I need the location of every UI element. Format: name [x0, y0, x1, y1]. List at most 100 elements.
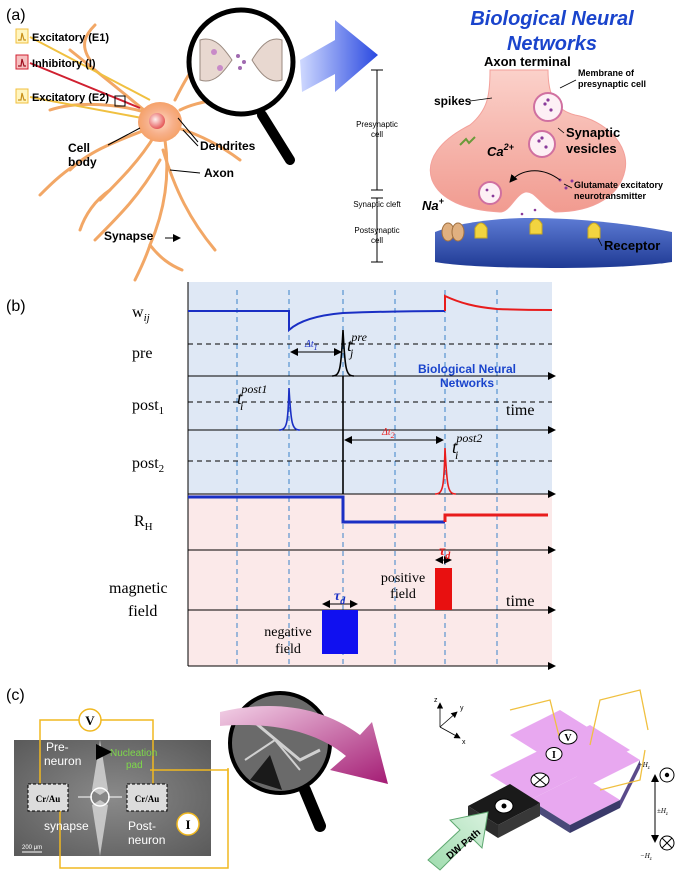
- membrane-label-2: presynaptic cell: [578, 79, 646, 89]
- axis-y-label: y: [460, 705, 464, 712]
- synapse-label: Synapse: [104, 229, 154, 243]
- svg-text:τd: τd: [439, 544, 451, 562]
- post2-spike: [434, 447, 457, 495]
- bnn-label-b-line1: Biological Neural: [418, 362, 516, 376]
- hz-minus-label: −H: [640, 852, 651, 860]
- tau-positive-sub: d: [445, 551, 451, 562]
- spikes-label: spikes: [434, 94, 472, 108]
- nucleation-label-2: pad: [126, 760, 143, 771]
- hz-plus-dot-icon: [664, 772, 670, 778]
- presynaptic-label-1: Presynaptic: [356, 120, 398, 129]
- svg-text:Δt1: Δt1: [304, 339, 318, 352]
- t-post1: t: [237, 388, 243, 408]
- receptors: [474, 218, 601, 239]
- dt1-sub: 1: [314, 343, 318, 352]
- synapse-scale-bar: [371, 69, 383, 263]
- pre-neuron-label-1: Pre-: [46, 740, 69, 754]
- svg-text:tipost2: tipost2: [452, 431, 482, 462]
- cr-au-label-right: Cr/Au: [135, 794, 160, 804]
- time-label-bottom: time: [506, 593, 534, 610]
- cell-body-label-1: Cell: [68, 141, 90, 155]
- membrane-label-1: Membrane of: [578, 68, 635, 78]
- row-label-rh: R: [134, 513, 145, 530]
- panel-a: (a): [6, 7, 672, 282]
- t-pre: t: [347, 335, 353, 355]
- row-label-post1-sub: 1: [159, 405, 165, 417]
- panel-b: (b): [6, 282, 556, 670]
- synapse-label-c: synapse: [44, 819, 89, 833]
- row-label-post2: post: [132, 455, 159, 472]
- svg-text:post1: post1: [132, 397, 164, 417]
- input-box-e2: Excitatory (E2): [15, 88, 109, 104]
- dw-path-arrow: DW Path: [427, 811, 489, 871]
- cr-au-label-left: Cr/Au: [36, 794, 61, 804]
- input-label-inhibitory: Inhibitory (I): [32, 58, 96, 70]
- panel-b-label: (b): [6, 298, 26, 315]
- big-arrow-c: [220, 705, 388, 784]
- bnn-title-line2: Networks: [507, 33, 597, 55]
- bnn-label-b-line2: Networks: [440, 376, 494, 390]
- svg-text:RH: RH: [134, 513, 153, 533]
- ammeter: [176, 812, 200, 836]
- scale-bar-label: 200 μm: [22, 845, 42, 851]
- svg-text:Na+: Na+: [422, 196, 445, 213]
- svg-text:Ca2+: Ca2+: [487, 142, 515, 159]
- nucleus: [149, 113, 165, 129]
- tau-negative-sub: d: [340, 596, 346, 607]
- rh-trace-blue: [188, 495, 445, 524]
- dot-in-icon: [501, 803, 507, 809]
- magnifier-a: [186, 7, 296, 165]
- row-label-post2-sub: 2: [159, 463, 165, 475]
- t-pre-sub: j: [348, 346, 354, 360]
- row-midlines: [188, 343, 552, 462]
- cr-au-pad-left: [27, 783, 69, 812]
- axon-terminal-label: Axon terminal: [484, 54, 571, 69]
- row-label-w: w: [132, 304, 144, 321]
- tau-negative: τ: [334, 589, 341, 604]
- negative-field-label-2: field: [275, 642, 301, 657]
- cr-au-pad-right: [126, 783, 168, 812]
- axis-z-label: z: [434, 697, 438, 704]
- axon-terminal: [429, 69, 627, 216]
- tau-positive: τ: [439, 544, 446, 559]
- axon-label: Axon: [204, 166, 234, 180]
- postsynaptic-label-2: cell: [371, 236, 383, 245]
- post-neuron-label-2: neuron: [128, 833, 165, 847]
- input-label-e1: Excitatory (E1): [32, 32, 109, 44]
- t-post1-sup: post1: [240, 382, 267, 396]
- post1-spike: [278, 387, 301, 431]
- t-post2-sub: i: [455, 448, 458, 462]
- t-post2-sup: post2: [455, 431, 482, 445]
- pre-spike: [331, 329, 355, 377]
- negative-field-pulse: [322, 610, 358, 654]
- t-post1-sub: i: [240, 399, 243, 413]
- panel-c-label: (c): [6, 687, 25, 704]
- post-neuron-label-1: Post-: [128, 819, 156, 833]
- negative-field-label-1: negative: [264, 625, 311, 640]
- row-axes: [187, 282, 556, 670]
- hz-indicator: +Hz ±Hz −Hz: [638, 761, 675, 862]
- input-lines: [29, 36, 151, 119]
- svg-text:post2: post2: [132, 455, 164, 475]
- synaptic-cleft-label: Synaptic cleft: [353, 200, 401, 209]
- cross-out-icon: [533, 774, 547, 786]
- weight-trace-red: [444, 294, 553, 311]
- device-v-label: V: [564, 733, 572, 744]
- positive-field-pulse: [435, 568, 452, 610]
- time-label-top: time: [506, 402, 534, 419]
- svg-text:Δt2: Δt2: [381, 427, 395, 440]
- svg-text:τd: τd: [334, 589, 346, 607]
- hz-pm-label: ±H: [657, 807, 667, 815]
- dt2-label: Δt: [381, 427, 391, 438]
- svg-text:+Hz: +Hz: [638, 761, 650, 771]
- bnn-title-line1: Biological Neural: [470, 8, 634, 30]
- glutamate-label-2: neurotransmitter: [574, 191, 647, 201]
- row-label-post1: post: [132, 397, 159, 414]
- postsynaptic-label-1: Postsynaptic: [354, 226, 399, 235]
- device-3d: V I: [468, 689, 649, 838]
- weight-trace-blue: [188, 310, 446, 333]
- na-channel: [441, 222, 465, 242]
- presynaptic-label-2: cell: [371, 130, 383, 139]
- input-box-e1: Excitatory (E1): [15, 28, 109, 44]
